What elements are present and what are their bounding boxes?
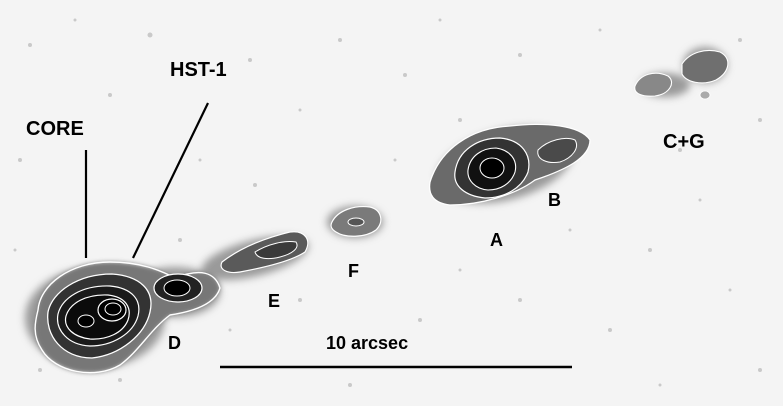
knot-d-emission — [153, 273, 203, 303]
scale-bar-label: 10 arcsec — [326, 333, 409, 353]
noise-speckles — [13, 18, 762, 387]
label-e: E — [268, 291, 281, 311]
knot-c-g-emission — [634, 49, 729, 100]
hst1-pointer-line — [132, 102, 209, 259]
label-cg: C+G — [663, 131, 705, 153]
knot-e-emission — [220, 231, 309, 274]
label-core: CORE — [26, 118, 84, 140]
knot-f-emission — [330, 205, 382, 237]
label-f: F — [348, 261, 359, 281]
label-b: B — [548, 190, 561, 210]
label-hst1: HST-1 — [170, 59, 227, 81]
label-a: A — [490, 230, 503, 250]
label-d: D — [168, 333, 181, 353]
knot-a-b-emission — [428, 123, 591, 206]
